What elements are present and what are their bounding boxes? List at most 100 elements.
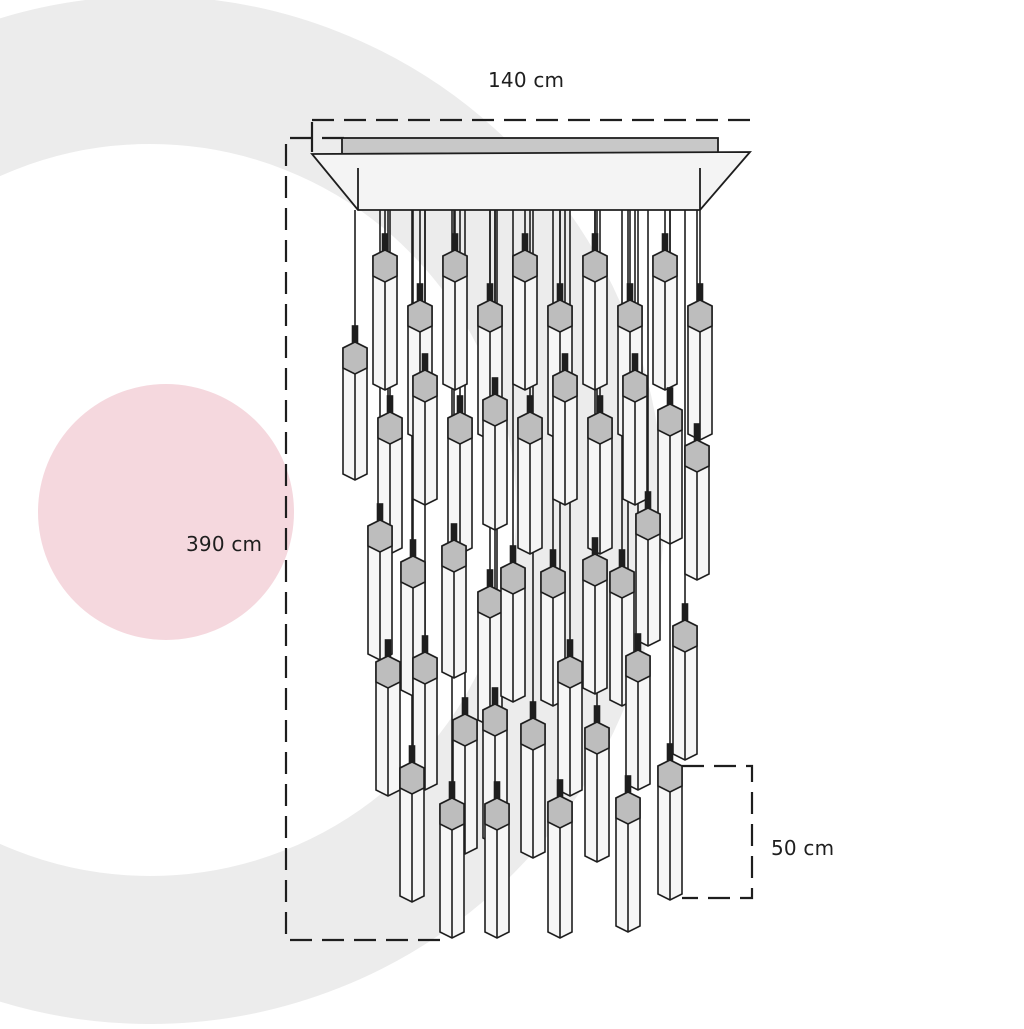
pendant-cap (582, 553, 608, 587)
pendant-connector (644, 491, 652, 509)
pendant-connector (549, 549, 557, 567)
pendant-cap (442, 249, 468, 283)
pendant-connector (486, 283, 494, 301)
pendant-connector (593, 705, 601, 723)
pendant-tubes (342, 233, 713, 939)
pendant-tube (442, 233, 468, 391)
pendant-cap (342, 341, 368, 375)
pendant-connector (450, 523, 458, 541)
pendant-connector (631, 353, 639, 371)
pendant-cap (547, 299, 573, 333)
pendant-tube (477, 569, 503, 727)
pendant-cap (625, 649, 651, 683)
pendant-tube (625, 633, 651, 791)
pendant-connector (421, 635, 429, 653)
pendant-connector (624, 775, 632, 793)
pendant-cap (407, 299, 433, 333)
pendant-cap (657, 759, 683, 793)
pendant-connector (456, 395, 464, 413)
pendant-tube (512, 233, 538, 391)
pendant-cap (557, 655, 583, 689)
pendant-length-label: 50 cm (771, 836, 835, 860)
pendant-tube (582, 537, 608, 695)
pendant-cap (657, 403, 683, 437)
height-dimension-label: 390 cm (186, 532, 263, 556)
pendant-tube (652, 233, 678, 391)
pendant-connector (596, 395, 604, 413)
pendant-cap (652, 249, 678, 283)
pendant-tube (482, 377, 508, 531)
pendant-connector (556, 283, 564, 301)
pendant-tube (587, 395, 613, 555)
pendant-connector (696, 283, 704, 301)
pendant-connector (408, 745, 416, 763)
pendant-cap (477, 299, 503, 333)
pendant-connector (509, 545, 517, 563)
pendant-connector (486, 569, 494, 587)
pendant-tube (584, 705, 610, 863)
accent-circle (38, 384, 294, 640)
pendant-tube (552, 353, 578, 506)
pendant-connector (561, 353, 569, 371)
pendant-cap (400, 555, 426, 589)
pendant-cap (452, 713, 478, 747)
pendant-connector (526, 395, 534, 413)
pendant-connector (529, 701, 537, 719)
pendant-connector (416, 283, 424, 301)
pendant-tube (375, 639, 401, 797)
pendant-cap (447, 411, 473, 445)
pendant-connector (693, 423, 701, 441)
pendant-connector (491, 687, 499, 705)
pendant-tube (377, 395, 403, 555)
pendant-connector (451, 233, 459, 251)
pendant-tube (657, 743, 683, 901)
pendant-cap (482, 393, 508, 427)
pendant-tube (657, 387, 683, 545)
pendant-cap (517, 411, 543, 445)
pendant-cap (582, 249, 608, 283)
pendant-cap (584, 721, 610, 755)
pendant-cap (617, 299, 643, 333)
pendant-cap (512, 249, 538, 283)
pendant-tube (635, 491, 661, 647)
pendant-tube (615, 775, 641, 933)
pendant-tube (520, 701, 546, 859)
pendant-connector (386, 395, 394, 413)
pendant-tube (399, 745, 425, 903)
pendant-connector (618, 549, 626, 567)
pendant-connector (461, 697, 469, 715)
pendant-connector (666, 743, 674, 761)
pendant-cap (547, 795, 573, 829)
pendant-cap (500, 561, 526, 595)
pendant-tube (684, 423, 710, 581)
pendant-cap (477, 585, 503, 619)
pendant-cap (377, 411, 403, 445)
pendant-cap (399, 761, 425, 795)
pendant-tube (439, 781, 465, 939)
pendant-cap (375, 655, 401, 689)
pendant-connector (351, 325, 359, 343)
pendant-cap (587, 411, 613, 445)
pendant-connector (566, 639, 574, 657)
pendant-tube (372, 233, 398, 391)
pendant-cap (687, 299, 713, 333)
pendant-cap (439, 797, 465, 831)
pendant-tube (500, 545, 526, 703)
pendant-cap (372, 249, 398, 283)
pendant-connector (491, 377, 499, 395)
pendant-connector (521, 233, 529, 251)
pendant-connector (448, 781, 456, 799)
pendant-cap (552, 369, 578, 403)
pendant-connector (421, 353, 429, 371)
pendant-tube (582, 233, 608, 391)
dimension-lines (284, 118, 754, 942)
pendant-cap (615, 791, 641, 825)
pendant-cap (684, 439, 710, 473)
pendant-tube (687, 283, 713, 441)
pendant-cap (484, 797, 510, 831)
pendant-connector (666, 387, 674, 405)
pendant-connector (591, 537, 599, 555)
pendant-cap (412, 369, 438, 403)
